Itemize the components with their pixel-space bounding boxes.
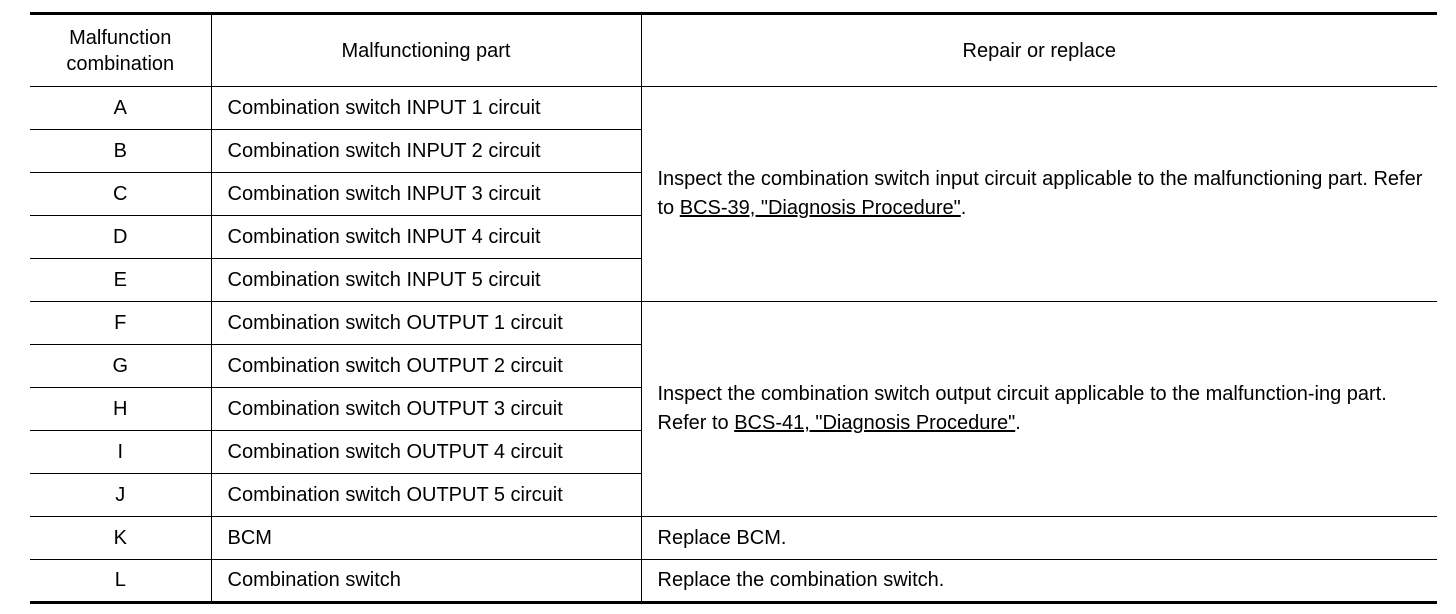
malfunctioning-part: Combination switch INPUT 3 circuit bbox=[210, 172, 642, 216]
table-row: D Combination switch INPUT 4 circuit bbox=[30, 215, 1437, 259]
combination-code: D bbox=[30, 215, 212, 259]
table-row: L Combination switch Replace the combina… bbox=[30, 559, 1437, 604]
combination-code: J bbox=[30, 473, 212, 517]
table-row: A Combination switch INPUT 1 circuit Ins… bbox=[30, 86, 1437, 302]
malfunctioning-part: Combination switch OUTPUT 3 circuit bbox=[210, 387, 642, 431]
bcs-41-link[interactable]: BCS-41, "Diagnosis Procedure" bbox=[734, 412, 1016, 434]
header-malfunction-combination: Malfunction combination bbox=[30, 12, 212, 87]
malfunctioning-part: Combination switch OUTPUT 4 circuit bbox=[210, 430, 642, 474]
action-text-end: . bbox=[1015, 412, 1021, 434]
combination-code: K bbox=[30, 516, 212, 560]
malfunctioning-part: Combination switch OUTPUT 1 circuit bbox=[210, 301, 642, 345]
table-row: H Combination switch OUTPUT 3 circuit bbox=[30, 387, 1437, 431]
combination-code: A bbox=[30, 86, 212, 130]
malfunctioning-part: Combination switch OUTPUT 5 circuit bbox=[210, 473, 642, 517]
table-row: B Combination switch INPUT 2 circuit bbox=[30, 129, 1437, 173]
table-row: J Combination switch OUTPUT 5 circuit bbox=[30, 473, 1437, 517]
combination-code: L bbox=[30, 559, 212, 604]
malfunctioning-part: Combination switch INPUT 5 circuit bbox=[210, 258, 642, 302]
header-malfunctioning-part: Malfunctioning part bbox=[210, 12, 642, 87]
table-row: F Combination switch OUTPUT 1 circuit In… bbox=[30, 301, 1437, 517]
repair-table: Malfunction combination Malfunctioning p… bbox=[30, 12, 1437, 604]
action-text-end: . bbox=[960, 197, 967, 219]
switch-action: Replace the combination switch. bbox=[640, 559, 1437, 604]
malfunctioning-part: Combination switch INPUT 4 circuit bbox=[210, 215, 642, 259]
action-text: Inspect the combination switch output ci… bbox=[657, 383, 1387, 434]
header-repair-or-replace: Repair or replace bbox=[640, 12, 1437, 87]
table-row: E Combination switch INPUT 5 circuit bbox=[30, 258, 1437, 302]
malfunctioning-part: Combination switch OUTPUT 2 circuit bbox=[210, 344, 642, 388]
combination-code: E bbox=[30, 258, 212, 302]
table-row: G Combination switch OUTPUT 2 circuit bbox=[30, 344, 1437, 388]
malfunctioning-part: Combination switch bbox=[210, 559, 642, 604]
table-row: C Combination switch INPUT 3 circuit bbox=[30, 172, 1437, 216]
bcs-39-link[interactable]: BCS-39, "Diagnosis Procedure" bbox=[679, 197, 961, 219]
table-row: K BCM Replace BCM. bbox=[30, 516, 1437, 560]
combination-code: B bbox=[30, 129, 212, 173]
combination-code: I bbox=[30, 430, 212, 474]
table-row: I Combination switch OUTPUT 4 circuit bbox=[30, 430, 1437, 474]
malfunctioning-part: Combination switch INPUT 1 circuit bbox=[210, 86, 642, 130]
output-circuit-action: Inspect the combination switch output ci… bbox=[640, 301, 1437, 517]
combination-code: H bbox=[30, 387, 212, 431]
combination-code: G bbox=[30, 344, 212, 388]
table-body: A Combination switch INPUT 1 circuit Ins… bbox=[30, 86, 1437, 604]
malfunctioning-part: BCM bbox=[210, 516, 642, 560]
input-circuit-action: Inspect the combination switch input cir… bbox=[640, 86, 1437, 302]
action-text: Inspect the combination switch input cir… bbox=[657, 168, 1423, 219]
combination-code: F bbox=[30, 301, 212, 345]
table-header: Malfunction combination Malfunctioning p… bbox=[30, 12, 1437, 87]
combination-code: C bbox=[30, 172, 212, 216]
bcm-action: Replace BCM. bbox=[640, 516, 1437, 560]
malfunctioning-part: Combination switch INPUT 2 circuit bbox=[210, 129, 642, 173]
